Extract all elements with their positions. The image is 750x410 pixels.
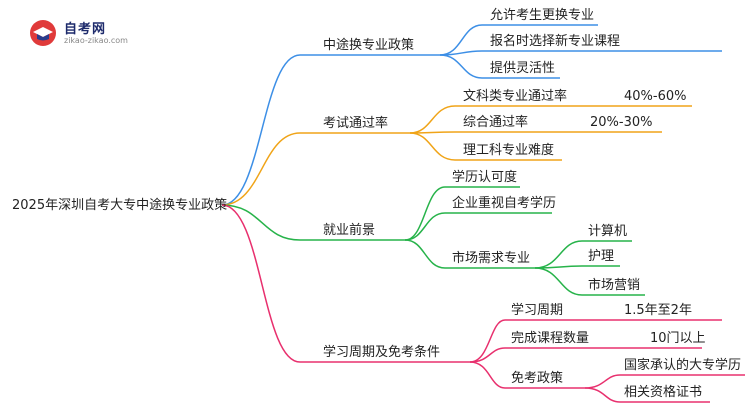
b3-grandchild-1: 计算机 (588, 224, 628, 239)
logo-url: zikao-zikao.com (64, 36, 128, 45)
b4-child-2-value: 10门以上 (650, 331, 706, 346)
b3-child-2: 企业重视自考学历 (452, 196, 557, 211)
b1-child-1: 允许考生更换专业 (490, 8, 595, 23)
connector-branch-1 (221, 54, 440, 206)
connector-b1-c3 (439, 54, 560, 79)
graduation-cap-icon (30, 20, 56, 46)
connector-b3-c3 (404, 239, 535, 269)
b3-grandchild-2: 护理 (588, 249, 615, 264)
connector-branch-4 (221, 204, 470, 363)
connector-b2-c2 (409, 131, 662, 134)
b4-child-1: 学习周期 (511, 303, 564, 318)
connector-b3-g3 (534, 267, 645, 296)
b1-child-3: 提供灵活性 (490, 61, 556, 76)
logo-title: 自考网 (64, 22, 107, 37)
connector-b4-g1 (584, 374, 745, 389)
connector-b3-c2 (404, 212, 552, 241)
b2-child-2-value: 20%-30% (590, 115, 653, 130)
b1-child-2: 报名时选择新专业课程 (490, 34, 621, 49)
b2-child-1-value: 40%-60% (624, 89, 687, 104)
b2-child-3: 理工科专业难度 (463, 143, 555, 158)
b3-child-1: 学历认可度 (452, 170, 518, 185)
connector-b4-c3 (469, 361, 585, 389)
b3-child-3: 市场需求专业 (452, 251, 531, 266)
site-logo[interactable]: 自考网 zikao-zikao.com (28, 16, 148, 52)
b4-child-1-value: 1.5年至2年 (624, 303, 692, 318)
connector-b3-g1 (534, 240, 632, 269)
connector-branch-3 (221, 204, 405, 241)
branch-label-1: 中途换专业政策 (323, 38, 415, 53)
connector-b4-g2 (584, 387, 710, 403)
connector-branch-2 (221, 132, 410, 206)
connector-b2-c3 (409, 132, 562, 161)
connector-b3-g2 (534, 265, 620, 269)
connector-b4-c1 (469, 319, 722, 363)
connector-b2-c1 (409, 105, 692, 134)
connector-b1-c1 (439, 24, 598, 56)
connector-b3-c1 (404, 186, 520, 241)
branch-label-3: 就业前景 (323, 223, 376, 238)
b4-child-3: 免考政策 (511, 371, 564, 386)
b4-grandchild-1: 国家承认的大专学历 (624, 358, 742, 373)
b4-grandchild-2: 相关资格证书 (624, 385, 703, 400)
root-topic: 2025年深圳自考大专中途换专业政策 (12, 198, 228, 213)
b2-child-2: 综合通过率 (463, 115, 529, 130)
b2-child-1: 文科类专业通过率 (463, 89, 568, 104)
branch-label-2: 考试通过率 (323, 116, 389, 131)
connector-b4-c2 (469, 347, 702, 363)
b4-child-2: 完成课程数量 (511, 331, 590, 346)
b3-grandchild-3: 市场营销 (588, 278, 641, 293)
connector-b1-c2 (439, 50, 722, 56)
branch-label-4: 学习周期及免考条件 (323, 345, 441, 360)
